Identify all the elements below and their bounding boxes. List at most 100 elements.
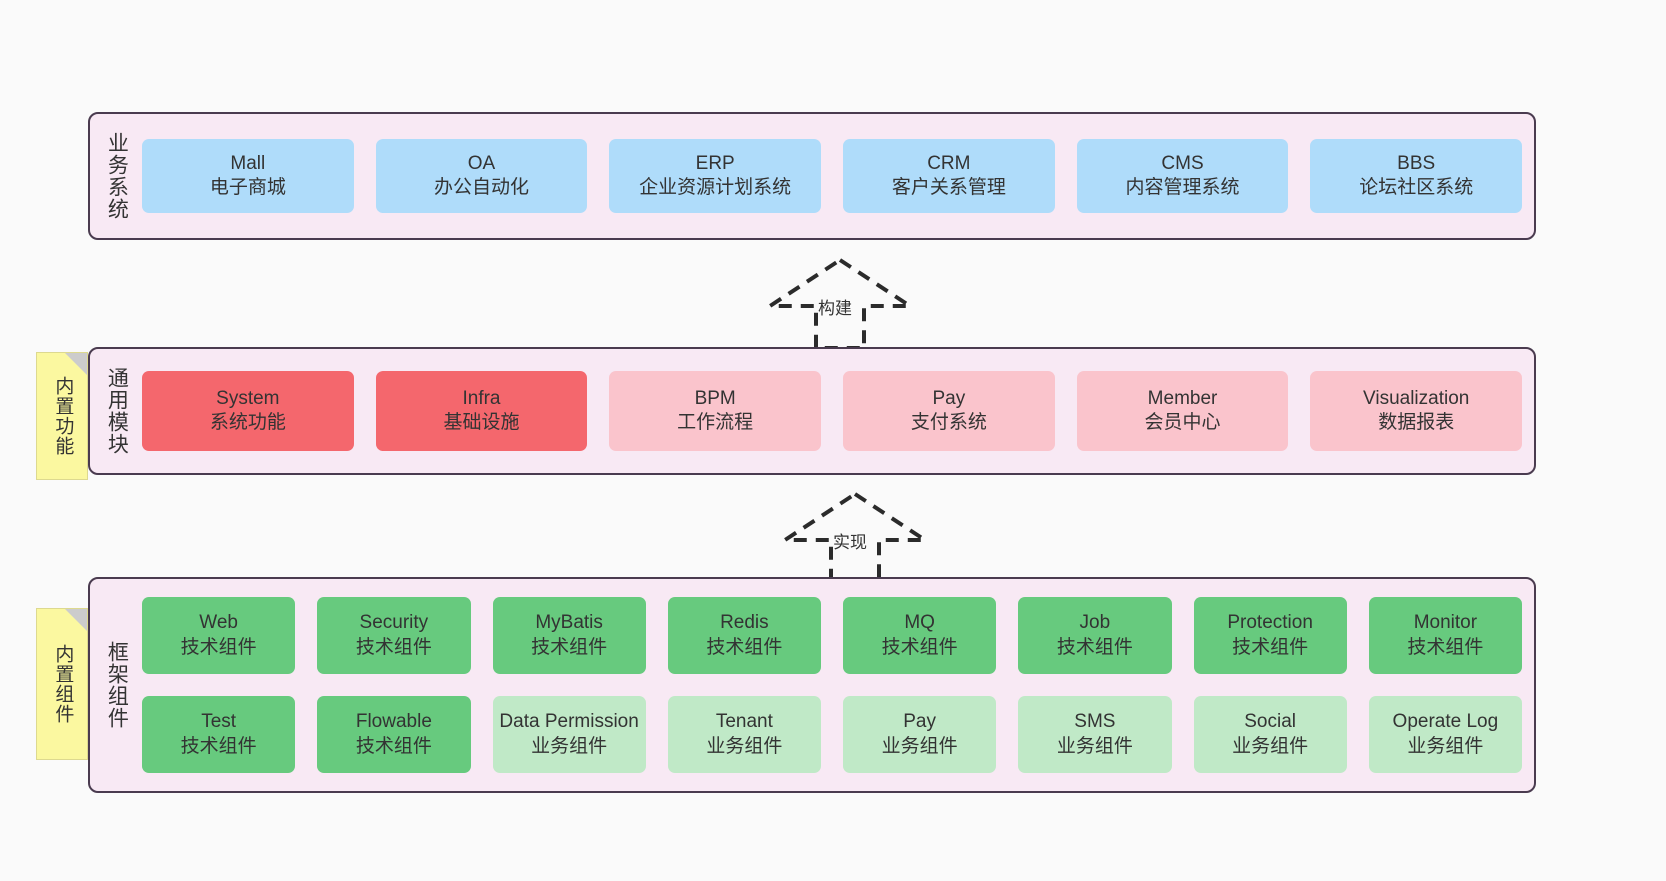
card-subtitle: 业务组件 <box>881 735 958 757</box>
card-subtitle: 技术组件 <box>706 636 783 658</box>
card-subtitle: 业务组件 <box>1056 735 1133 757</box>
card-title: Web <box>199 612 238 634</box>
card-title: MyBatis <box>535 612 603 634</box>
card-subtitle: 基础设施 <box>443 412 520 433</box>
card-redis[interactable]: Redis 技术组件 <box>667 597 821 674</box>
card-subtitle: 业务组件 <box>1407 735 1484 757</box>
note-builtin-components: 内置组件 <box>36 608 88 760</box>
card-title: Social <box>1244 711 1296 733</box>
card-monitor[interactable]: Monitor 技术组件 <box>1368 597 1522 674</box>
card-subtitle: 电子商城 <box>209 177 286 198</box>
card-pay-module[interactable]: Pay 支付系统 <box>843 371 1055 451</box>
connector-implement-label: 实现 <box>833 533 867 552</box>
card-subtitle: 客户关系管理 <box>891 177 1006 198</box>
note-builtin-features: 内置功能 <box>36 352 88 480</box>
card-sms[interactable]: SMS 业务组件 <box>1018 696 1172 773</box>
card-subtitle: 支付系统 <box>910 412 987 433</box>
layer-common-modules: 通用模块 System 系统功能 Infra 基础设施 BPM 工作流程 Pay… <box>88 347 1536 475</box>
layer-business-systems: 业务系统 Mall 电子商城 OA 办公自动化 ERP 企业资源计划系统 CRM… <box>88 112 1536 240</box>
card-title: Test <box>201 711 237 733</box>
card-title: BPM <box>694 387 736 409</box>
card-bpm[interactable]: BPM 工作流程 <box>609 371 822 451</box>
card-subtitle: 技术组件 <box>180 636 257 658</box>
card-title: Infra <box>462 387 501 409</box>
card-operate-log[interactable]: Operate Log 业务组件 <box>1368 696 1522 773</box>
card-title: BBS <box>1397 152 1436 174</box>
card-subtitle: 会员中心 <box>1144 412 1221 433</box>
card-subtitle: 论坛社区系统 <box>1359 177 1474 198</box>
card-tenant[interactable]: Tenant 业务组件 <box>667 696 821 773</box>
card-pay-component[interactable]: Pay 业务组件 <box>843 696 997 773</box>
layer-title-framework: 框架组件 <box>105 641 129 729</box>
card-web[interactable]: Web 技术组件 <box>142 597 296 674</box>
card-title: MQ <box>904 612 935 634</box>
card-subtitle: 技术组件 <box>1232 636 1309 658</box>
card-title: Redis <box>720 612 769 634</box>
card-subtitle: 技术组件 <box>531 636 608 658</box>
card-subtitle: 数据报表 <box>1378 412 1455 433</box>
card-title: Pay <box>932 387 966 409</box>
card-title: CMS <box>1161 152 1204 174</box>
card-subtitle: 技术组件 <box>180 735 257 757</box>
layer-title-business: 业务系统 <box>105 132 129 220</box>
layer-body-business: Mall 电子商城 OA 办公自动化 ERP 企业资源计划系统 CRM 客户关系… <box>142 114 1534 238</box>
layer-body-framework: Web 技术组件 Security 技术组件 MyBatis 技术组件 Redi… <box>142 579 1534 791</box>
card-row: Test 技术组件 Flowable 技术组件 Data Permission … <box>142 696 1522 773</box>
layer-body-common: System 系统功能 Infra 基础设施 BPM 工作流程 Pay 支付系统… <box>142 349 1534 473</box>
card-title: Visualization <box>1363 387 1470 409</box>
card-protection[interactable]: Protection 技术组件 <box>1193 597 1347 674</box>
card-title: Mall <box>230 152 266 174</box>
card-title: Tenant <box>715 711 773 733</box>
card-job[interactable]: Job 技术组件 <box>1018 597 1172 674</box>
card-infra[interactable]: Infra 基础设施 <box>375 371 588 451</box>
card-crm[interactable]: CRM 客户关系管理 <box>843 139 1055 213</box>
card-erp[interactable]: ERP 企业资源计划系统 <box>609 139 822 213</box>
card-subtitle: 技术组件 <box>1407 636 1484 658</box>
card-subtitle: 业务组件 <box>706 735 783 757</box>
card-subtitle: 内容管理系统 <box>1125 177 1240 198</box>
card-row: System 系统功能 Infra 基础设施 BPM 工作流程 Pay 支付系统… <box>142 371 1523 451</box>
card-oa[interactable]: OA 办公自动化 <box>375 139 588 213</box>
card-system[interactable]: System 系统功能 <box>142 371 354 451</box>
card-security[interactable]: Security 技术组件 <box>317 597 471 674</box>
card-title: Flowable <box>355 711 432 733</box>
card-title: System <box>216 387 280 409</box>
card-subtitle: 工作流程 <box>677 412 754 433</box>
card-subtitle: 技术组件 <box>881 636 958 658</box>
card-subtitle: 企业资源计划系统 <box>639 177 792 198</box>
card-title: Data Permission <box>499 711 639 733</box>
card-subtitle: 办公自动化 <box>434 177 530 198</box>
card-cms[interactable]: CMS 内容管理系统 <box>1076 139 1289 213</box>
card-title: Protection <box>1227 612 1313 634</box>
card-member[interactable]: Member 会员中心 <box>1076 371 1289 451</box>
connector-build-label: 构建 <box>818 299 852 318</box>
card-title: Operate Log <box>1392 711 1499 733</box>
card-test[interactable]: Test 技术组件 <box>142 696 296 773</box>
card-title: Pay <box>903 711 936 733</box>
card-title: Monitor <box>1413 612 1478 634</box>
card-title: SMS <box>1074 711 1116 733</box>
layer-title-common: 通用模块 <box>105 367 129 455</box>
card-title: OA <box>467 152 496 174</box>
card-subtitle: 业务组件 <box>1232 735 1309 757</box>
card-social[interactable]: Social 业务组件 <box>1193 696 1347 773</box>
card-title: ERP <box>695 152 735 174</box>
card-flowable[interactable]: Flowable 技术组件 <box>317 696 471 773</box>
card-visualization[interactable]: Visualization 数据报表 <box>1310 371 1523 451</box>
card-data-permission[interactable]: Data Permission 业务组件 <box>492 696 646 773</box>
card-title: Member <box>1147 387 1218 409</box>
card-subtitle: 技术组件 <box>1056 636 1133 658</box>
card-mq[interactable]: MQ 技术组件 <box>843 597 997 674</box>
connector-implement: 实现 <box>775 491 935 584</box>
card-title: CRM <box>927 152 971 174</box>
card-row: Web 技术组件 Security 技术组件 MyBatis 技术组件 Redi… <box>142 597 1522 674</box>
card-bbs[interactable]: BBS 论坛社区系统 <box>1310 139 1523 213</box>
card-subtitle: 技术组件 <box>355 735 432 757</box>
card-title: Security <box>359 612 429 634</box>
card-subtitle: 系统功能 <box>209 412 286 433</box>
connector-build: 构建 <box>760 257 920 350</box>
card-mybatis[interactable]: MyBatis 技术组件 <box>492 597 646 674</box>
card-subtitle: 业务组件 <box>531 735 608 757</box>
card-mall[interactable]: Mall 电子商城 <box>142 139 354 213</box>
